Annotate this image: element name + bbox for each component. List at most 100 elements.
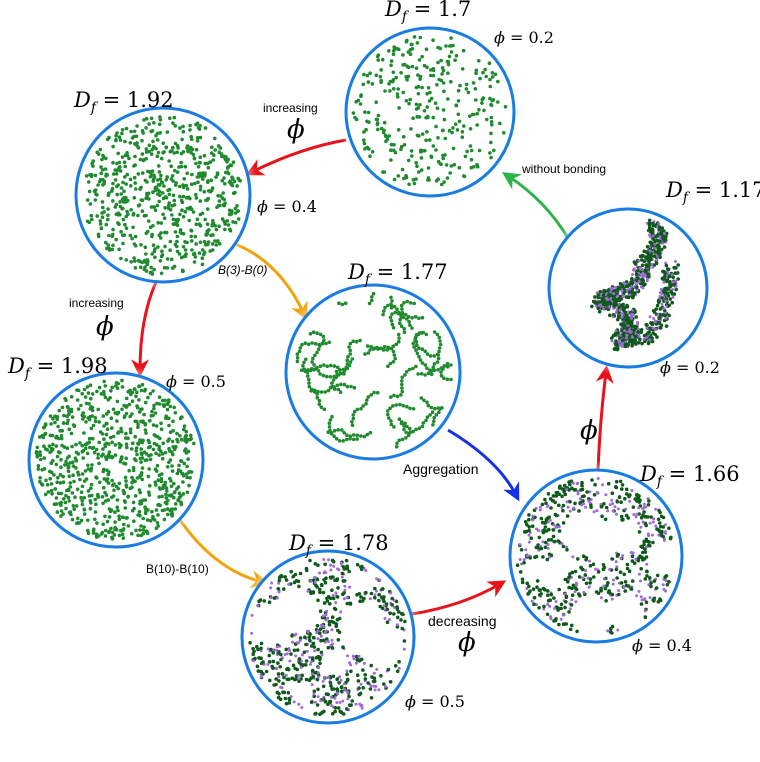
particle — [425, 366, 429, 371]
particle — [449, 80, 453, 84]
particle — [147, 122, 151, 126]
particle — [276, 587, 281, 591]
particle — [626, 584, 631, 588]
particle — [151, 243, 156, 247]
particle — [75, 521, 79, 526]
particle — [577, 509, 581, 513]
particle — [617, 305, 621, 310]
particle — [190, 248, 194, 252]
bond-site — [576, 481, 580, 485]
particle — [658, 521, 662, 525]
particle — [99, 165, 103, 169]
particle — [277, 679, 281, 683]
particle — [154, 469, 159, 473]
particle — [324, 692, 329, 696]
particle — [387, 134, 392, 138]
particle — [625, 305, 630, 309]
particle — [316, 598, 320, 603]
particle — [428, 354, 433, 358]
particle — [180, 268, 185, 273]
particle — [157, 453, 161, 457]
bond-site — [320, 653, 324, 657]
particle — [363, 110, 367, 114]
particle — [117, 442, 121, 446]
particle — [567, 488, 571, 492]
particle — [322, 407, 327, 412]
particle — [423, 148, 427, 153]
particles — [34, 378, 196, 541]
particle — [86, 463, 90, 468]
particle — [475, 162, 479, 167]
particle — [620, 284, 625, 288]
particle — [439, 78, 444, 83]
particle — [326, 388, 331, 393]
particle — [411, 407, 416, 411]
particle — [259, 646, 263, 651]
particle — [137, 203, 142, 207]
particle — [573, 501, 577, 506]
particle — [368, 154, 372, 158]
particle — [53, 487, 58, 491]
particle — [402, 326, 407, 331]
particle — [487, 61, 492, 65]
particle — [157, 473, 162, 478]
particle — [354, 100, 359, 104]
particle — [385, 348, 390, 352]
particle — [625, 566, 630, 571]
particle — [624, 513, 629, 518]
particle — [557, 529, 562, 533]
particle — [102, 379, 106, 384]
particle — [55, 417, 59, 422]
particle — [175, 170, 180, 174]
particle — [660, 529, 664, 534]
particle — [597, 300, 601, 304]
particle — [125, 209, 129, 214]
particle — [270, 664, 275, 669]
particle — [139, 447, 144, 451]
particle — [64, 506, 68, 511]
particle — [151, 423, 156, 427]
particle — [153, 480, 158, 485]
particle — [400, 382, 404, 387]
particle — [289, 569, 294, 574]
particle — [118, 138, 123, 142]
particle — [144, 252, 148, 256]
particle — [414, 161, 419, 165]
particle — [180, 137, 184, 142]
bond-site — [630, 316, 633, 320]
particle — [262, 599, 267, 603]
particle — [379, 78, 383, 83]
arrow-label-aggregation: Aggregation — [403, 461, 479, 477]
particle — [665, 279, 669, 284]
particle — [133, 434, 137, 439]
particle — [543, 545, 548, 550]
particle — [183, 448, 187, 453]
particle — [640, 558, 645, 562]
bond-site — [266, 647, 270, 651]
particle — [60, 429, 65, 433]
particle — [165, 175, 169, 179]
particle — [371, 347, 376, 351]
particle — [55, 510, 60, 514]
particle — [626, 321, 630, 325]
particle — [540, 502, 545, 507]
particle — [195, 121, 200, 126]
particle — [382, 682, 386, 686]
particle — [176, 468, 181, 472]
particle — [317, 342, 321, 347]
bond-site — [645, 326, 649, 330]
particle — [151, 447, 156, 452]
particle — [395, 625, 400, 629]
bond-site — [620, 312, 624, 316]
particle — [662, 238, 667, 243]
particle — [59, 509, 64, 513]
particle — [431, 144, 436, 148]
particle — [665, 582, 670, 587]
particle — [646, 341, 651, 346]
particle — [401, 315, 406, 320]
particle — [132, 242, 137, 246]
particle — [292, 648, 297, 653]
particle — [139, 460, 143, 464]
particle — [660, 226, 664, 230]
particle — [79, 495, 83, 500]
